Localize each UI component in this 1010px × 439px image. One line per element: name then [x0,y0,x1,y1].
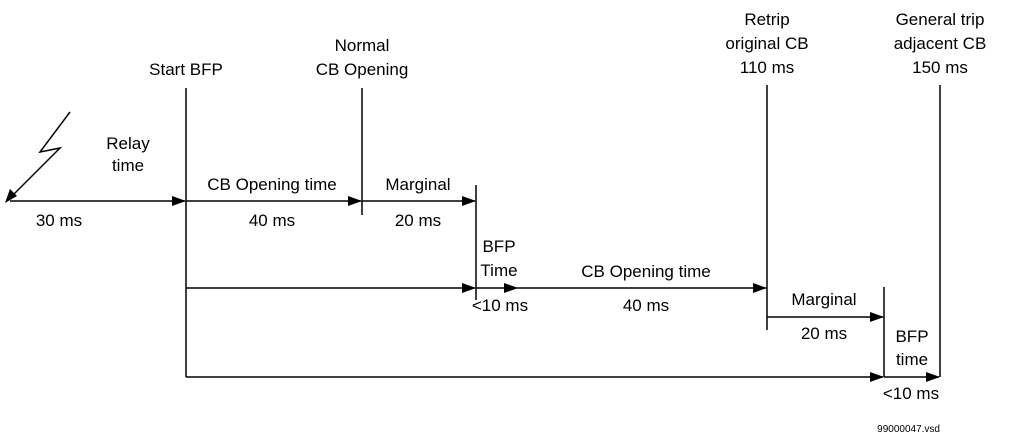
start-bfp-label: Start BFP [149,60,223,79]
general-trip-label-line1: General trip [896,10,985,29]
file-name-caption: 99000047.vsd [877,424,940,435]
bfp-time-label-2-line1: BFP [895,327,928,346]
relay-time-label-line1: Relay [106,134,150,153]
cb-opening-time-label-1: CB Opening time [207,175,336,194]
marginal-label-2: Marginal [791,290,856,309]
bfp-time-label-2-line2: time [896,350,928,369]
cb-opening-time-value-1: 40 ms [249,211,295,230]
fault-lightning-icon [9,111,71,199]
cb-opening-time-value-2: 40 ms [623,296,669,315]
retrip-label-line3: 110 ms [740,58,795,77]
marginal-value-1: 20 ms [395,211,441,230]
cb-opening-time-label-2: CB Opening time [581,262,710,281]
general-trip-label-line3: 150 ms [912,58,968,77]
normal-cb-opening-label-line2: CB Opening [316,60,409,79]
bfp-time-label-1-line2: Time [480,261,517,280]
relay-time-value: 30 ms [36,211,82,230]
retrip-label-line1: Retrip [744,10,789,29]
marginal-value-2: 20 ms [801,324,847,343]
marginal-label-1: Marginal [385,175,450,194]
retrip-label-line2: original CB [725,34,808,53]
lightning-arrowhead [5,189,17,203]
general-trip-label-line2: adjacent CB [894,34,987,53]
bfp-time-value-2: <10 ms [883,384,939,403]
bfp-time-value-1: <10 ms [472,296,528,315]
bfp-time-label-1-line1: BFP [482,237,515,256]
relay-time-label-line2: time [112,156,144,175]
normal-cb-opening-label-line1: Normal [335,36,390,55]
